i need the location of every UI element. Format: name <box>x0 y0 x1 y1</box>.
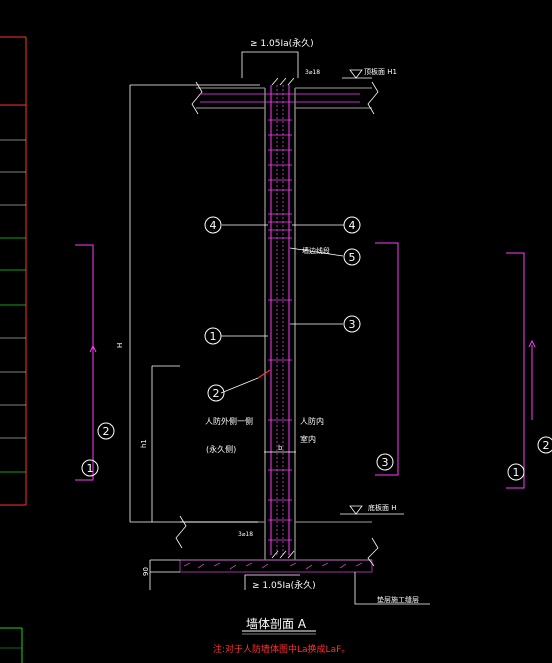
callout-leaders <box>220 224 344 394</box>
left-side-sub: (永久侧) <box>206 444 236 454</box>
mid-mark-3: 3 <box>376 453 394 471</box>
thickness-label: b <box>278 444 283 452</box>
svg-text:1: 1 <box>513 466 520 479</box>
footnote: 注:对于人防墙体图中La换成LaF。 <box>213 643 350 655</box>
right-side-label: 人防内 <box>300 416 324 426</box>
callout-1: 1 <box>204 327 222 345</box>
callout-4-left: 4 <box>204 216 222 234</box>
bottom-level-label: 底板面 H <box>368 503 397 512</box>
section-title-block: 墙体剖面 A <box>242 617 316 635</box>
callout-3: 3 <box>343 315 361 333</box>
wall-body <box>264 77 296 560</box>
callout-2: 2 <box>207 384 225 402</box>
svg-text:3: 3 <box>382 456 389 469</box>
svg-text:5: 5 <box>349 251 356 264</box>
top-rebar-note: 3⌀18 <box>305 69 320 76</box>
top-slab <box>191 81 379 115</box>
svg-text:2: 2 <box>213 387 220 400</box>
svg-text:4: 4 <box>210 219 217 232</box>
left-mark-1: 1 <box>81 459 99 477</box>
callout-5: 5 <box>343 248 361 266</box>
dim-top-label: ≥ 1.05Ia(永久) <box>250 37 314 49</box>
height-label-small: h1 <box>140 439 148 448</box>
side-brackets <box>75 242 536 489</box>
left-side-label: 人防外侧一侧 <box>205 416 253 426</box>
svg-text:2: 2 <box>103 425 110 438</box>
section-title: 墙体剖面 A <box>246 617 307 631</box>
level-markers <box>349 69 363 515</box>
dimension-lines <box>129 51 430 605</box>
bottom-rebar-note: 3⌀18 <box>238 531 253 538</box>
top-level-label: 顶板面 H1 <box>364 67 397 76</box>
svg-text:2: 2 <box>543 439 550 452</box>
height-label: H <box>116 343 124 348</box>
wall-edge-label: 墙边线段 <box>302 246 330 255</box>
bottom-slab <box>175 515 379 573</box>
base-label: 垫层施工缝层 <box>377 595 419 604</box>
right-side-sub: 室内 <box>300 434 316 444</box>
svg-text:1: 1 <box>87 462 94 475</box>
legend-table <box>0 36 27 663</box>
svg-text:1: 1 <box>210 330 217 343</box>
callouts: 4 4 5 1 3 2 2 1 <box>81 216 552 481</box>
dim-bottom-label: ≥ 1.05Ia(永久) <box>252 579 316 591</box>
right-mark-1: 1 <box>507 463 525 481</box>
right-mark-2: 2 <box>537 436 552 454</box>
side-dim: 90 <box>142 567 150 576</box>
svg-text:4: 4 <box>349 219 356 232</box>
svg-text:3: 3 <box>349 318 356 331</box>
left-mark-2: 2 <box>97 422 115 440</box>
callout-4-right: 4 <box>343 216 361 234</box>
